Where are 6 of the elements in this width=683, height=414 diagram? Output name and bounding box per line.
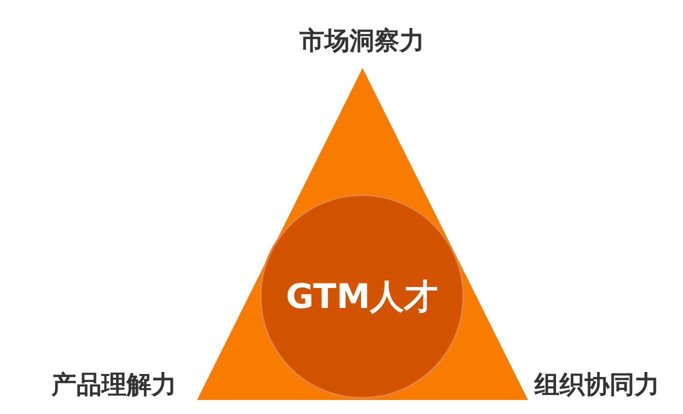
corner-label: 产品理解力 <box>52 369 176 401</box>
node-label: GTM人才 <box>286 276 438 318</box>
circle-node <box>259 194 465 399</box>
corner-label: 市场洞察力 <box>300 25 424 57</box>
corner-label: 组织协同力 <box>534 369 660 401</box>
triangle-shape <box>197 68 528 400</box>
